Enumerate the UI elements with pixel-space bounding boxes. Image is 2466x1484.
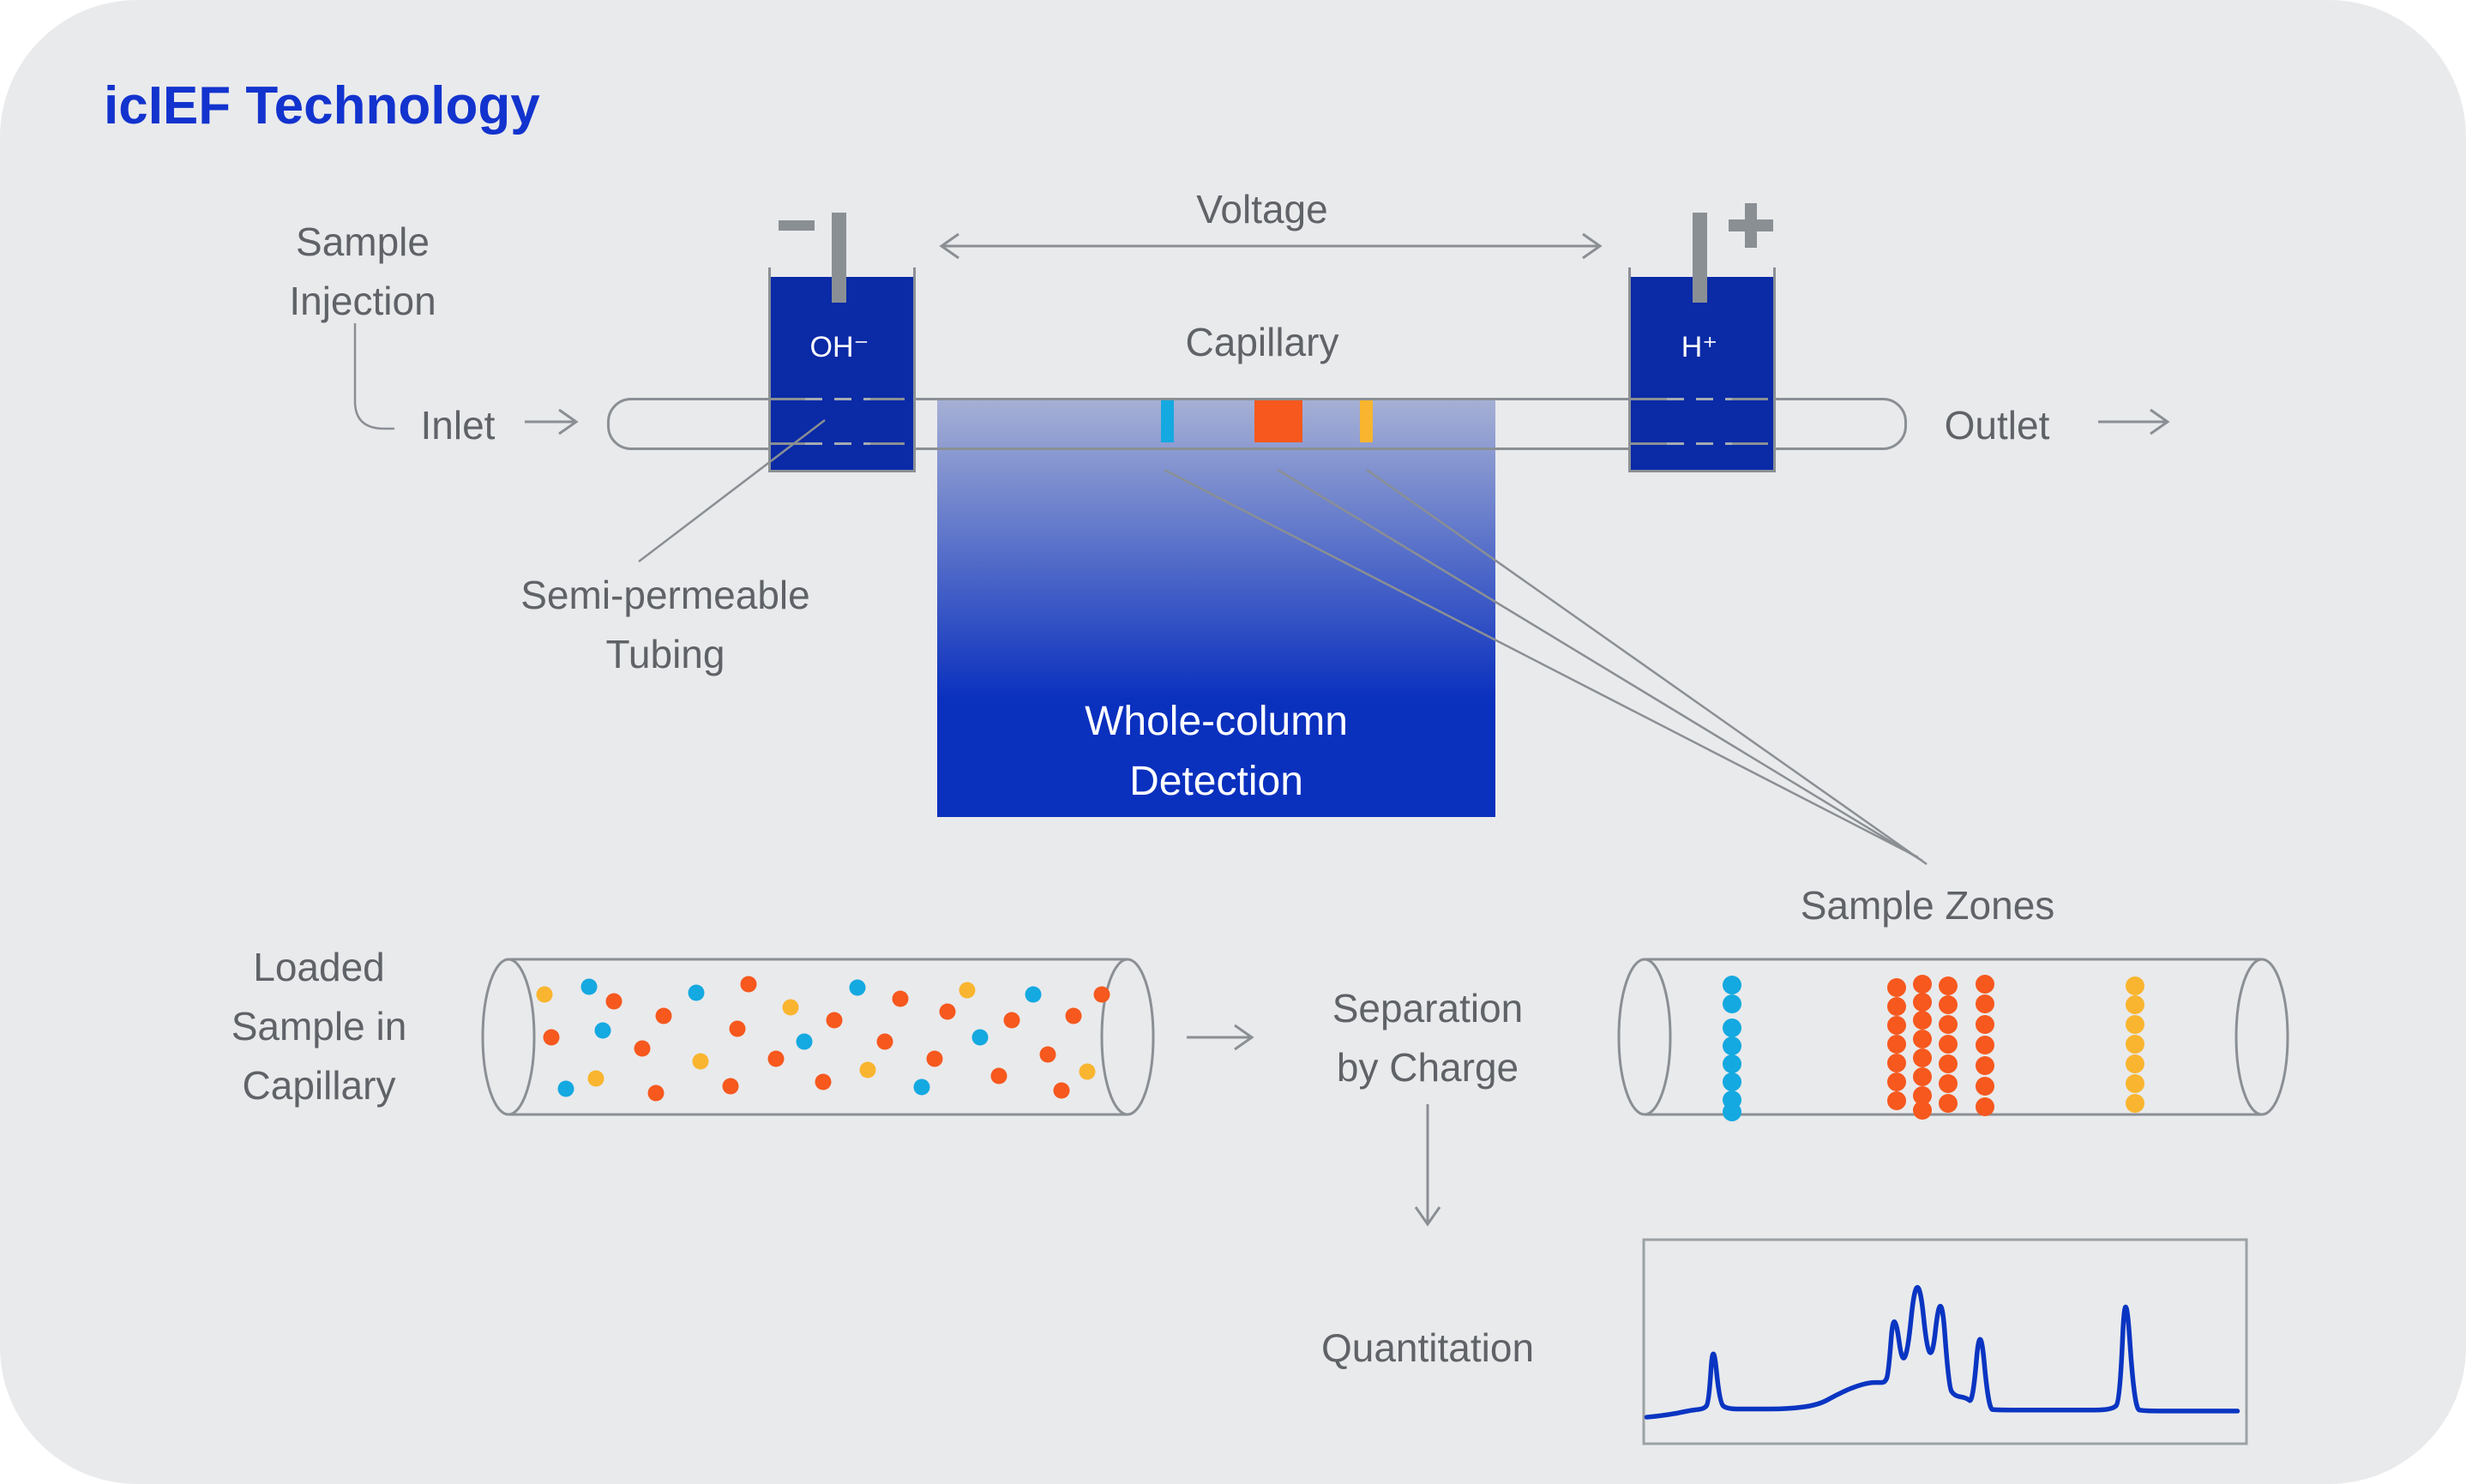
- loaded-sample-label: Loaded Sample in Capillary: [165, 938, 473, 1115]
- polarity-minus-icon: [779, 220, 815, 231]
- outlet-label: Outlet: [1944, 403, 2050, 448]
- electrode-right-fill: [1631, 277, 1773, 470]
- electrode-left-post: [832, 213, 846, 303]
- electrode-left-ion-label: OH⁻: [809, 331, 869, 363]
- loaded-sample-line3: Capillary: [242, 1063, 396, 1108]
- voltage-label: Voltage: [1196, 187, 1328, 231]
- yellow-zone: [1360, 400, 1373, 442]
- separation-line2: by Charge: [1336, 1045, 1519, 1090]
- page-title: icIEF Technology: [104, 76, 540, 135]
- quantitation-label: Quantitation: [1320, 1325, 1535, 1370]
- electrode-right-ion-label: H⁺: [1681, 331, 1718, 363]
- capillary-tube: [607, 398, 1907, 450]
- sample-injection-line2: Injection: [289, 279, 436, 323]
- polarity-plus-icon: [1729, 219, 1773, 231]
- whole-column-detection-label: Whole-column Detection: [937, 692, 1495, 811]
- semi-permeable-label: Semi-permeable Tubing: [514, 566, 816, 684]
- electrode-right-beaker: [1628, 267, 1776, 472]
- semi-permeable-line1: Semi-permeable: [520, 573, 810, 617]
- detection-label-line2: Detection: [1129, 758, 1303, 804]
- orange-zone: [1254, 400, 1302, 442]
- semi-permeable-line2: Tubing: [605, 632, 725, 676]
- loaded-sample-line1: Loaded: [253, 945, 385, 989]
- electrode-right-post: [1693, 213, 1707, 303]
- separation-by-charge-label: Separation by Charge: [1299, 979, 1556, 1097]
- capillary-label: Capillary: [1185, 320, 1339, 364]
- cyan-zone: [1161, 400, 1174, 442]
- electrode-left-fill: [771, 277, 913, 470]
- whole-column-detection-box: Whole-column Detection: [937, 398, 1495, 817]
- sample-zones-label: Sample Zones: [1800, 883, 2055, 928]
- loaded-sample-line2: Sample in: [231, 1004, 407, 1048]
- sample-injection-label: Sample Injection: [234, 213, 491, 331]
- detection-label-line1: Whole-column: [1085, 699, 1348, 744]
- inlet-label: Inlet: [420, 403, 496, 448]
- separation-line1: Separation: [1332, 986, 1524, 1030]
- sample-injection-line1: Sample: [296, 219, 430, 264]
